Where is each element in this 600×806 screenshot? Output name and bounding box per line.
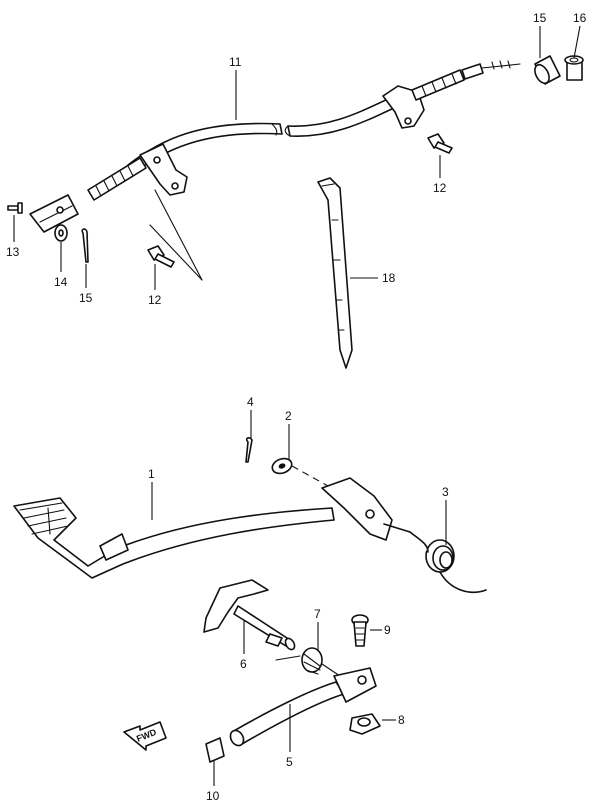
pivot-line bbox=[291, 465, 329, 487]
callout-8: 8 bbox=[398, 713, 405, 727]
callout-9: 9 bbox=[384, 623, 391, 637]
callout-4: 4 bbox=[247, 395, 254, 409]
callout-numbers: 11 15 16 12 12 13 14 15 18 1 2 4 3 6 7 9… bbox=[6, 11, 587, 803]
bolt-part-12-lower bbox=[147, 245, 175, 268]
callout-12-lower: 12 bbox=[148, 293, 162, 307]
shaft-part-6 bbox=[203, 579, 296, 651]
callout-11: 11 bbox=[229, 55, 242, 69]
cotter-pin-part-15 bbox=[81, 228, 89, 263]
callout-17: 16 bbox=[573, 11, 587, 25]
callout-3: 3 bbox=[442, 485, 449, 499]
nut-part-8 bbox=[349, 713, 381, 735]
brake-pedal-part-1 bbox=[13, 477, 393, 579]
callout-1: 1 bbox=[148, 467, 155, 481]
callout-14: 14 bbox=[54, 275, 68, 289]
cap-part-10 bbox=[205, 737, 225, 763]
return-spring-part-3 bbox=[383, 523, 487, 594]
callout-5: 5 bbox=[286, 755, 293, 769]
washer-part-2 bbox=[271, 457, 293, 475]
cable-tie-part-18 bbox=[317, 177, 353, 369]
bolt-part-12-upper bbox=[427, 133, 453, 154]
callout-16: 15 bbox=[533, 11, 547, 25]
callout-leaders bbox=[13, 25, 581, 786]
washer-part-14 bbox=[54, 224, 68, 242]
reference-lines-cable bbox=[149, 189, 203, 281]
arm-part-5 bbox=[229, 667, 377, 747]
spring-part-7 bbox=[275, 647, 341, 677]
callout-10: 10 bbox=[206, 789, 220, 803]
callout-18: 18 bbox=[382, 271, 396, 285]
screw-part-9 bbox=[351, 614, 369, 647]
brake-cable bbox=[29, 60, 521, 233]
callout-2: 2 bbox=[285, 409, 292, 423]
callout-15: 15 bbox=[79, 291, 93, 305]
cap-part-16 bbox=[534, 55, 561, 85]
callout-6: 6 bbox=[240, 657, 247, 671]
callout-13: 13 bbox=[6, 245, 20, 259]
cotter-pin-part-4 bbox=[245, 437, 253, 463]
bushing-part-17 bbox=[564, 55, 584, 81]
forward-direction-arrow: FWD bbox=[123, 721, 167, 751]
callout-7: 7 bbox=[314, 607, 321, 621]
clevis-pin-part-13 bbox=[7, 202, 23, 214]
callout-12-upper: 12 bbox=[433, 181, 447, 195]
